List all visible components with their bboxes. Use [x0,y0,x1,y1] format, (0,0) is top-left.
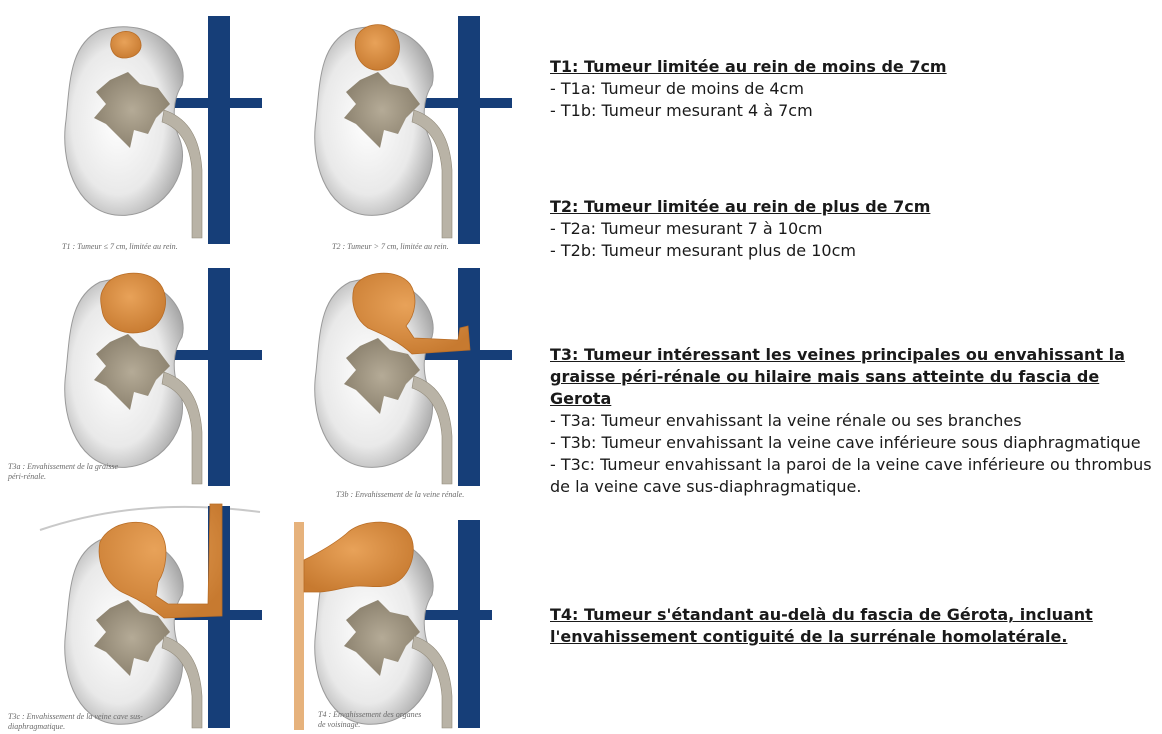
ureter [411,635,453,729]
figure-t3a: T3a : Envahissement de la graisse péri-r… [8,262,270,492]
tumor [110,31,142,59]
kidney-illustration-t2 [314,16,512,244]
renal-vein [416,98,512,108]
figure-caption: T3c : Envahissement de la veine cave sus… [8,712,143,731]
stage-item: - T3b: Tumeur envahissant la veine cave … [550,433,1141,452]
figure-caption: T3b : Envahissement de la veine rénale. [336,490,465,499]
renal-pelvis [94,72,170,148]
stage-title: T4: Tumeur s'étandant au-delà du fascia … [550,605,1093,646]
vena-cava [208,268,230,486]
stage-t4: T4: Tumeur s'étandant au-delà du fascia … [550,604,1110,648]
ureter [411,375,453,485]
renal-pelvis [94,334,170,410]
figure-t3c: T3c : Envahissement de la veine cave sus… [8,500,270,732]
stage-title: T3: Tumeur intéressant les veines princi… [550,345,1125,408]
stage-title: T1: Tumeur limitée au rein de moins de 7… [550,57,947,76]
kidney-illustration-t3b [314,268,512,486]
tumor [98,503,223,619]
stage-item: - T2b: Tumeur mesurant plus de 10cm [550,241,856,260]
figure-caption: T1 : Tumeur ≤ 7 cm, limitée au rein. [62,242,178,251]
figure-t3b: T3b : Envahissement de la veine rénale. [310,262,520,499]
figure-t4: T4 : Envahissement des organes de voisin… [290,500,500,732]
renal-pelvis [344,338,420,414]
kidney-illustration-t1 [64,16,262,244]
renal-vein [166,350,262,360]
renal-vein [416,610,492,620]
vena-cava [458,16,480,244]
stage-t3: T3: Tumeur intéressant les veines princi… [550,344,1158,498]
stage-item: - T1a: Tumeur de moins de 4cm [550,79,804,98]
stage-title: T2: Tumeur limitée au rein de plus de 7c… [550,197,931,216]
figure-caption: T3a : Envahissement de la graisse péri-r… [8,462,118,481]
tumor [352,272,471,355]
renal-pelvis [344,600,420,676]
renal-vein [166,98,262,108]
kidney-illustration-t3c [39,503,262,729]
ureter [161,635,203,729]
ureter [161,109,203,239]
renal-pelvis [344,72,420,148]
ureter [161,371,203,485]
adjacent-organ [294,522,304,730]
tumor [354,24,400,71]
vena-cava [458,268,480,486]
kidney-illustration-t4 [294,520,492,730]
tumor [100,272,166,334]
stage-item: - T3a: Tumeur envahissant la veine rénal… [550,411,1022,430]
figure-caption: T2 : Tumeur > 7 cm, limitée au rein. [332,242,449,251]
figure-caption: T4 : Envahissement des organes de voisin… [318,710,422,729]
stage-item: - T3c: Tumeur envahissant la paroi de la… [550,455,1152,496]
kidney-illustration-t3a [64,268,262,486]
figure-t2: T2 : Tumeur > 7 cm, limitée au rein. [310,10,520,251]
vena-cava [458,520,480,728]
renal-vein [416,350,512,360]
vena-cava [208,16,230,244]
stage-t1: T1: Tumeur limitée au rein de moins de 7… [550,56,1150,122]
stage-item: - T2a: Tumeur mesurant 7 à 10cm [550,219,823,238]
stage-item: - T1b: Tumeur mesurant 4 à 7cm [550,101,813,120]
renal-pelvis [94,600,170,676]
stage-t2: T2: Tumeur limitée au rein de plus de 7c… [550,196,1150,262]
ureter [411,109,453,239]
tumor [303,521,414,593]
figure-t1: T1 : Tumeur ≤ 7 cm, limitée au rein. [60,10,270,251]
